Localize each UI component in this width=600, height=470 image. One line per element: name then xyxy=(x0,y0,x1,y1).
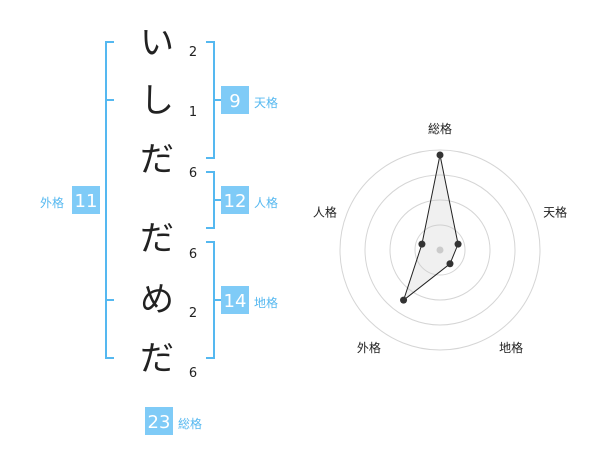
radar-ring-2 xyxy=(389,199,491,301)
radar-point-4 xyxy=(400,296,408,304)
name-char-3: だ xyxy=(140,140,174,180)
jinkaku-label: 人格 xyxy=(254,195,278,210)
radar-ring-3 xyxy=(364,174,516,326)
radar-point-5 xyxy=(418,240,426,248)
chikaku-score-box xyxy=(221,286,249,314)
radar-point-1 xyxy=(436,151,444,159)
name-char-5: め xyxy=(140,280,174,320)
stroke-count-2: 1 xyxy=(189,105,197,120)
soukaku-score-box xyxy=(145,407,173,435)
chikaku-bracket xyxy=(206,241,215,359)
stroke-count-5: 2 xyxy=(189,306,197,321)
radar-polygon xyxy=(402,154,459,302)
stroke-count-4: 6 xyxy=(189,247,197,262)
radar-axis-label-4: 外格 xyxy=(357,340,381,355)
name-diagram: い し だ だ め だ 2 1 6 6 2 6 9 天格 12 人格 14 地格… xyxy=(40,23,278,435)
radar-axis-label-1: 総格 xyxy=(428,121,452,136)
name-char-6: だ xyxy=(140,339,174,379)
chikaku-label: 地格 xyxy=(254,295,278,310)
radar-center xyxy=(436,246,444,254)
soukaku-score: 23 xyxy=(148,412,171,433)
radar-point-2 xyxy=(454,240,462,248)
name-char-2: し xyxy=(140,81,174,121)
jinkaku-bracket xyxy=(206,171,215,229)
tenkaku-score-box xyxy=(221,86,249,114)
jinkaku-score: 12 xyxy=(224,191,247,212)
tenkaku-score: 9 xyxy=(229,91,240,112)
name-char-1: い xyxy=(140,23,174,63)
gaikaku-label: 外格 xyxy=(40,195,64,210)
radar-ring-4 xyxy=(339,149,541,351)
radar-ring-1 xyxy=(414,224,466,276)
gaikaku-score-box xyxy=(72,186,100,214)
stroke-count-6: 6 xyxy=(189,366,197,381)
radar-axis-label-2: 天格 xyxy=(543,205,567,220)
gaikaku-score: 11 xyxy=(75,191,98,212)
stroke-count-3: 6 xyxy=(189,166,197,181)
soukaku-label: 総格 xyxy=(178,416,202,431)
radar-point-3 xyxy=(446,260,454,268)
radar-axis-label-5: 人格 xyxy=(313,205,337,220)
gaikaku-bracket xyxy=(105,41,114,359)
chikaku-score: 14 xyxy=(224,291,247,312)
tenkaku-bracket xyxy=(206,41,215,159)
radar-axis-label-3: 地格 xyxy=(499,340,523,355)
stroke-count-1: 2 xyxy=(189,45,197,60)
name-char-4: だ xyxy=(140,219,174,259)
tenkaku-label: 天格 xyxy=(254,95,278,110)
jinkaku-score-box xyxy=(221,186,249,214)
